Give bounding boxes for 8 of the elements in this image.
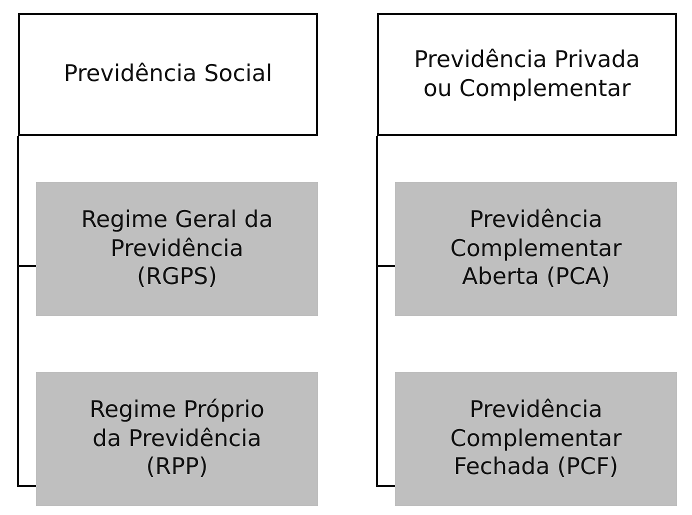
connector-line [17,136,36,487]
header-box: Previdência Privada ou Complementar [377,13,677,136]
category-box: Regime Geral da Previdência (RGPS) [36,182,318,316]
category-box: Regime Próprio da Previdência (RPP) [36,372,318,506]
category-box: Previdência Complementar Fechada (PCF) [395,372,677,506]
connector-line [376,136,395,487]
category-box: Previdência Complementar Aberta (PCA) [395,182,677,316]
header-box: Previdência Social [18,13,318,136]
